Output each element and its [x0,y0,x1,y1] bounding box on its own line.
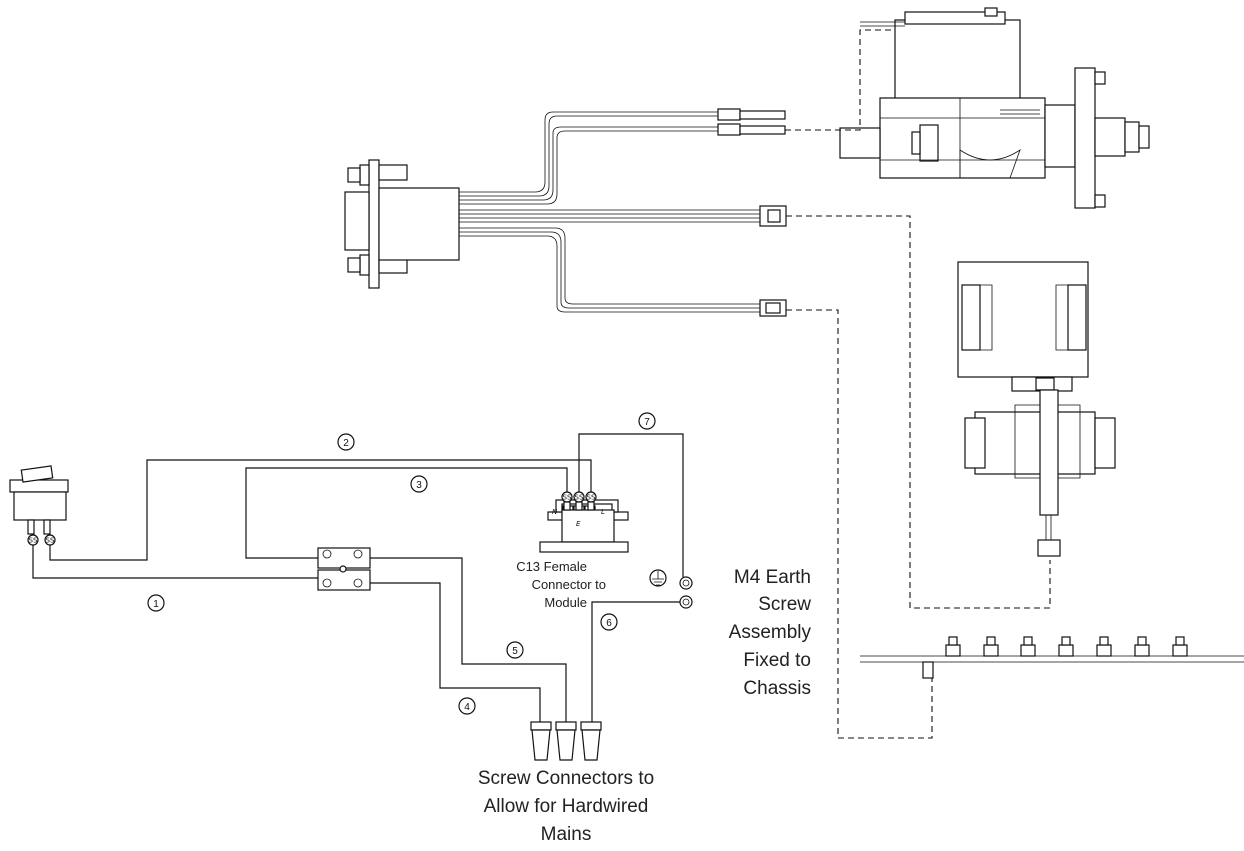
screw-label-line2: Allow for Hardwired [484,796,649,817]
earth-label-line1: M4 Earth [734,567,811,588]
harness-plugs [717,108,787,317]
c13-label: C13 Female Connector to Module [516,559,606,610]
wire-number-2: 2 [343,438,349,449]
wire-marker-5 [506,641,524,659]
wire-number-markers: 1 2 3 4 5 6 7 [147,412,656,715]
screw-connectors-label: Screw Connectors to Allow for Hardwired … [478,768,654,845]
wire-number-7: 7 [644,417,650,428]
wire-number-5: 5 [512,646,518,657]
wire-marker-7 [638,412,656,430]
earth-label-line4: Fixed to [743,650,811,671]
screw-label-line1: Screw Connectors to [478,768,654,789]
c13-connector: SS SS SS N E L [539,491,629,553]
c13-label-line1: C13 Female [516,559,587,574]
earth-terminals [649,569,693,609]
pin-ss-label: SS [587,494,596,502]
pin-n-label: N [552,508,558,516]
harness-wires [459,111,760,313]
wire-marker-1 [147,594,165,612]
wire-marker-6 [600,613,618,631]
rocker-switch: SS SS [9,465,69,546]
wire-marker-3 [410,475,428,493]
mains-wires [32,433,684,722]
pin-ss-label: SS [575,494,584,502]
svg-text:SS: SS [46,537,55,545]
pin-e-label: E [576,520,581,528]
wire-number-3: 3 [416,480,422,491]
pin-ss-label: SS [563,494,572,502]
screw-label-line3: Mains [541,824,592,845]
wire-marker-4 [458,697,476,715]
earth-label-line3: Assembly [729,622,812,643]
earth-label-line5: Chassis [743,678,811,699]
earth-screw-label: M4 Earth Screw Assembly Fixed to Chassis [729,567,812,699]
dsub-connector [344,159,460,289]
terminal-block [317,547,371,591]
svg-text:SS: SS [29,537,38,545]
dashed-links [785,29,1051,739]
c13-label-line2: Connector to [532,577,606,592]
wire-number-4: 4 [464,702,470,713]
wire-number-1: 1 [153,599,159,610]
c13-label-line3: Module [544,595,587,610]
wire-number-6: 6 [606,618,612,629]
solenoid-valve [839,7,1150,209]
wire-marker-2 [337,433,355,451]
pcb-board [860,636,1244,679]
pin-l-label: L [601,508,605,516]
motorised-ball-valve [957,261,1116,557]
earth-label-line2: Screw [758,594,811,615]
screw-connectors [530,721,602,761]
